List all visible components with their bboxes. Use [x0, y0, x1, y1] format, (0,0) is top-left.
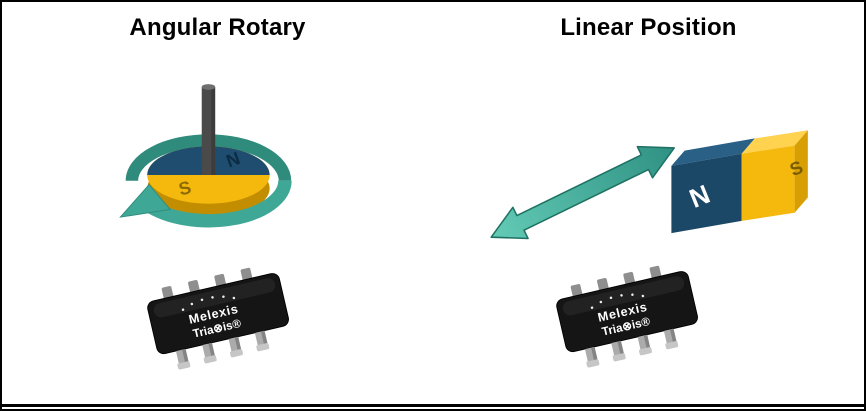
linear-position-panel: Linear Position — [433, 2, 864, 409]
chip-front-pins — [176, 330, 270, 370]
magnet-top-south — [741, 130, 808, 154]
chip-dot-pattern — [590, 293, 645, 309]
linear-magnet-graphic: N S — [489, 130, 808, 240]
chip-body — [556, 271, 698, 353]
chip-gloss — [153, 278, 276, 318]
magnet-front-north — [670, 153, 742, 234]
rotation-arrowhead-icon — [118, 183, 171, 218]
shaft-shade — [210, 86, 215, 175]
rotary-illustration: N S — [93, 64, 343, 386]
magnet-top-north — [670, 138, 755, 166]
chip-front-pins — [585, 328, 679, 368]
triaxis-chip: Melexis Tria⊗is® — [556, 265, 698, 368]
disc-south-label: S — [176, 177, 193, 199]
linear-illustration: N S — [481, 68, 817, 384]
chip-dot-pattern — [181, 295, 236, 311]
rotation-shaft — [201, 84, 215, 175]
chip-gloss — [562, 276, 685, 316]
disc-north-label: N — [223, 148, 242, 171]
rotary-magnet-graphic: N S — [118, 84, 292, 228]
linear-double-arrow-icon — [489, 145, 675, 240]
angular-rotary-title: Angular Rotary — [129, 14, 306, 41]
shaft-top — [201, 84, 215, 90]
bar-magnet: N S — [670, 130, 808, 234]
magnet-front-south — [741, 145, 795, 221]
angular-rotary-panel: Angular Rotary N S — [2, 2, 433, 409]
rotation-arrow-front-icon — [142, 180, 292, 228]
chip-body — [147, 273, 289, 355]
linear-position-title: Linear Position — [560, 14, 737, 41]
triaxis-chip: Melexis Tria⊗is® — [147, 267, 289, 370]
magnet-end-face — [794, 130, 808, 213]
